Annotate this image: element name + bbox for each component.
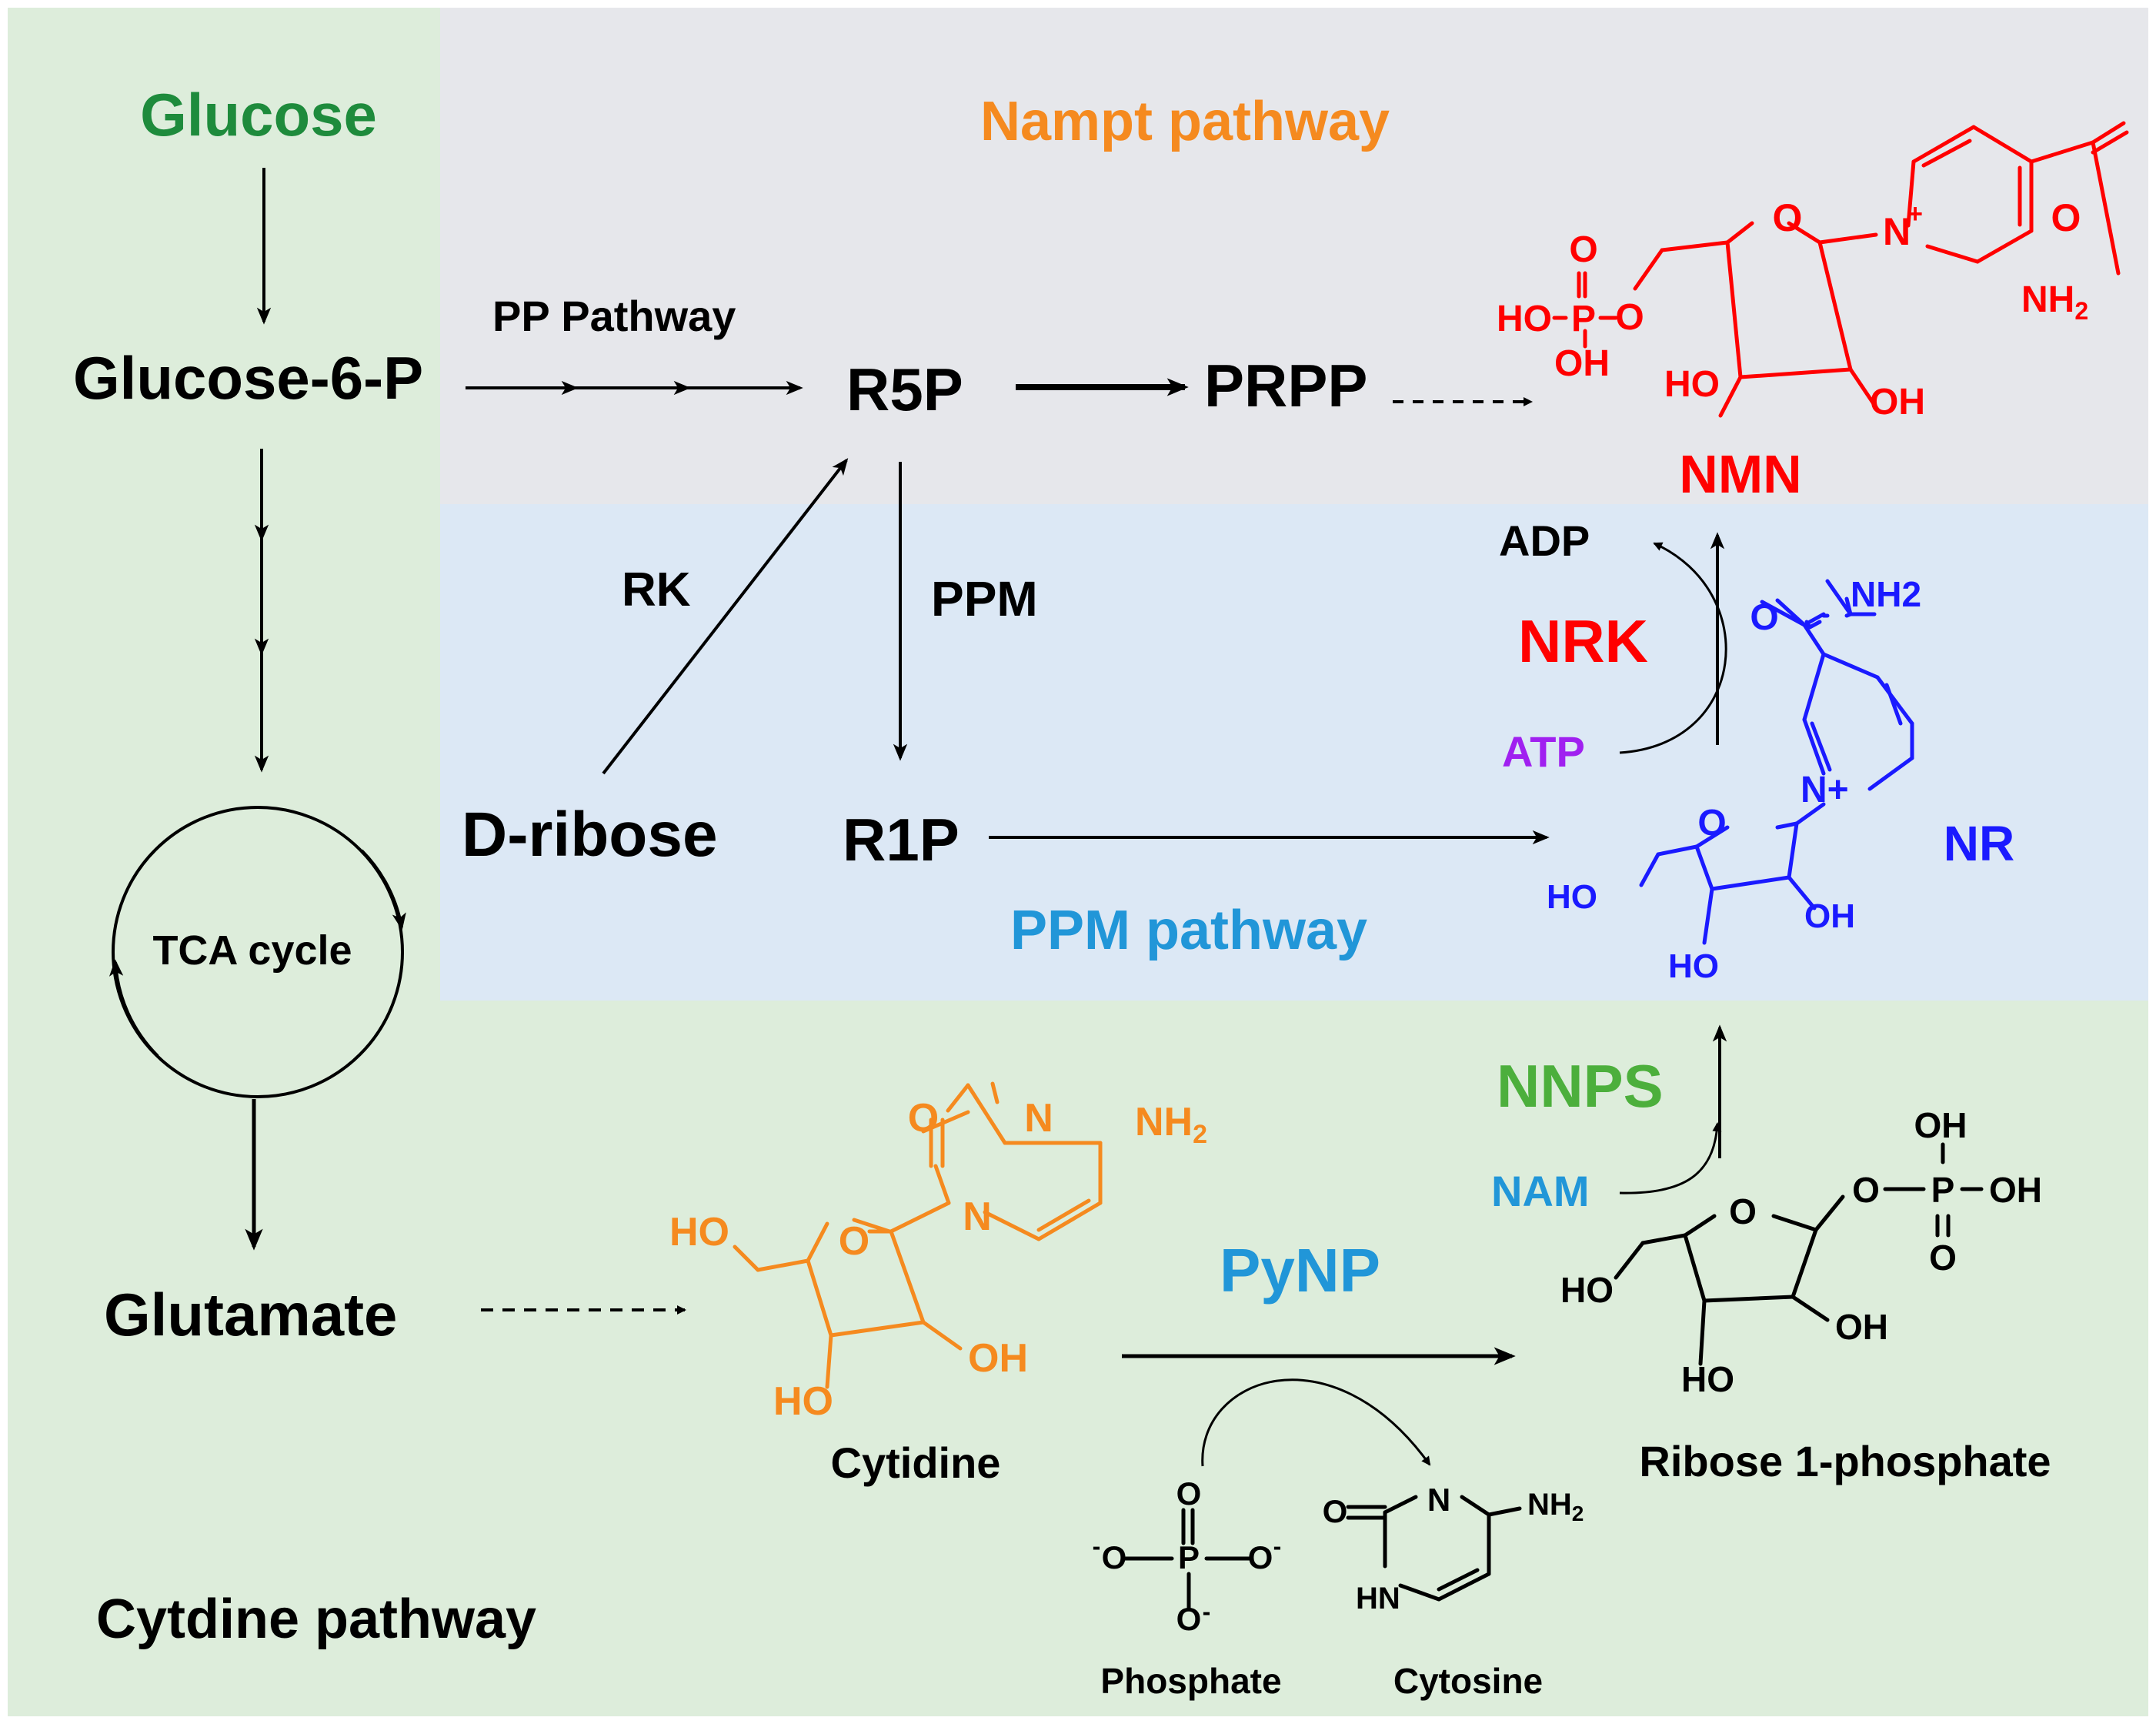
nmn-amide-oxygen: O [2051,196,2081,239]
nmn-ho-ring: HO [1664,364,1720,405]
adp-label: ADP [1499,516,1590,565]
nmn-link-oxygen: O [1615,297,1644,338]
nr-nh2: NH2 [1851,574,1921,614]
ppm-label: PPM [931,571,1038,626]
cytidine-structure: O N NH2 N HO O OH HO Cytidine [669,1081,1207,1487]
glutamate-label: Glutamate [104,1281,397,1348]
ribose1p-oxygen-bottom: O [1929,1238,1957,1278]
nam-label: NAM [1491,1167,1590,1215]
cytidine-ho-bottom: HO [773,1379,833,1424]
cytidine-pathway-title: Cytdine pathway [96,1589,536,1650]
cytosine-nh2: NH2 [1527,1488,1584,1525]
cytosine-structure: O N NH2 HN Cytosine [1323,1482,1584,1701]
ribose1p-ring-oxygen: O [1729,1191,1757,1231]
nmn-charge: + [1907,199,1923,229]
nr-ho-bottom: HO [1668,947,1719,985]
cytidine-ho-ch2: HO [669,1210,729,1255]
nmn-ho-p: HO [1497,299,1552,339]
cytosine-oxygen: O [1323,1493,1348,1529]
phosphate-structure: O O - P O - O - Phosphate [1093,1475,1282,1701]
phosphate-oxygen-bottom: O [1176,1601,1202,1637]
arrow-d-ribose-to-r5p [602,458,849,775]
nnps-label: NNPS [1497,1052,1664,1120]
nr-label: NR [1944,816,2014,871]
cytidine-nh2: NH2 [1135,1100,1207,1149]
cytidine-ring-oxygen: O [839,1219,869,1264]
nmn-phosphorus: P [1571,299,1596,339]
phosphate-oxygen-left: O [1102,1539,1127,1575]
tca-cycle-circle [112,806,404,1098]
phosphate-phosphorus: P [1178,1539,1200,1575]
cytidine-label: Cytidine [831,1438,1001,1487]
phosphate-oxygen-top: O [1176,1475,1202,1512]
phosphate-minus-left: - [1093,1532,1101,1560]
arrow-nam-to-nr [1619,1122,1722,1194]
phosphate-minus-bottom: - [1203,1598,1211,1625]
ribose1p-phosphorus: P [1931,1170,1955,1210]
ribose1p-ho-bottom: HO [1681,1359,1734,1399]
r1p-label: R1P [843,806,960,874]
nmn-oh-ring: OH [1870,382,1925,423]
d-ribose-label: D-ribose [462,800,718,870]
glucose-6-p-label: Glucose-6-P [73,344,423,412]
cytosine-hn: HN [1356,1582,1400,1615]
tca-cycle-arrow-left [108,959,159,1057]
cytidine-oh-right: OH [968,1336,1028,1381]
cytosine-label: Cytosine [1393,1661,1543,1701]
nmn-ring-oxygen: O [1773,196,1803,239]
cytidine-carbonyl-oxygen: O [908,1096,939,1141]
nampt-pathway-region [440,8,2148,504]
nampt-pathway-title: Nampt pathway [980,91,1390,152]
glucose-label: Glucose [140,81,377,149]
nmn-ring-nitrogen: N [1883,210,1911,253]
nr-ring-oxygen: O [1697,803,1726,844]
nmn-nh2: NH2 [2021,279,2088,325]
atp-label: ATP [1502,727,1585,776]
nr-ho-ch2: HO [1547,878,1597,916]
nmn-phosphate-oxygen-top: O [1569,229,1597,270]
nmn-label: NMN [1679,444,1801,504]
nmn-oh-phosphate: OH [1554,343,1610,384]
ribose1p-link-oxygen: O [1852,1170,1880,1210]
ribose1p-oh-top: OH [1914,1105,1967,1145]
phosphate-oxygen-right: O [1248,1539,1273,1575]
ribose1p-oh-right: OH [1989,1170,2042,1210]
ribose1p-label: Ribose 1-phosphate [1639,1437,2051,1485]
nr-amide-oxygen: O [1750,597,1778,638]
nr-structure: NH2 O N+ O HO OH HO NR [1547,574,2014,985]
ribose1p-ho-ch2: HO [1560,1270,1614,1310]
arrow-phosphate-to-cytosine [1201,1378,1431,1467]
cytosine-nitrogen: N [1427,1482,1450,1518]
phosphate-minus-right: - [1273,1532,1282,1560]
nrk-label: NRK [1518,607,1648,675]
nmn-structure: O N + O NH2 O HO P O OH HO OH NMN [1497,121,2129,504]
tca-cycle-arrow-right [360,849,406,930]
cytidine-n3: N [1024,1096,1053,1141]
ppm-pathway-title: PPM pathway [1010,900,1367,961]
prpp-label: PRPP [1204,352,1367,419]
ppm-pathway-region [440,504,2148,1001]
phosphate-label: Phosphate [1100,1661,1281,1701]
cytidine-n1: N [963,1194,992,1239]
arrow-atp-to-adp [1619,542,1727,754]
ribose1p-oh-ring: OH [1835,1307,1888,1347]
ribose1p-structure: OH O P OH O O HO OH HO Ribose 1-phosphat… [1560,1105,2051,1485]
tca-cycle-label: TCA cycle [152,927,352,974]
r5p-label: R5P [846,356,963,423]
pp-pathway-label: PP Pathway [492,292,736,340]
pynp-label: PyNP [1220,1236,1380,1305]
nr-oh-right: OH [1804,897,1855,935]
rk-label: RK [622,563,691,616]
nr-n-plus: N+ [1801,770,1849,810]
